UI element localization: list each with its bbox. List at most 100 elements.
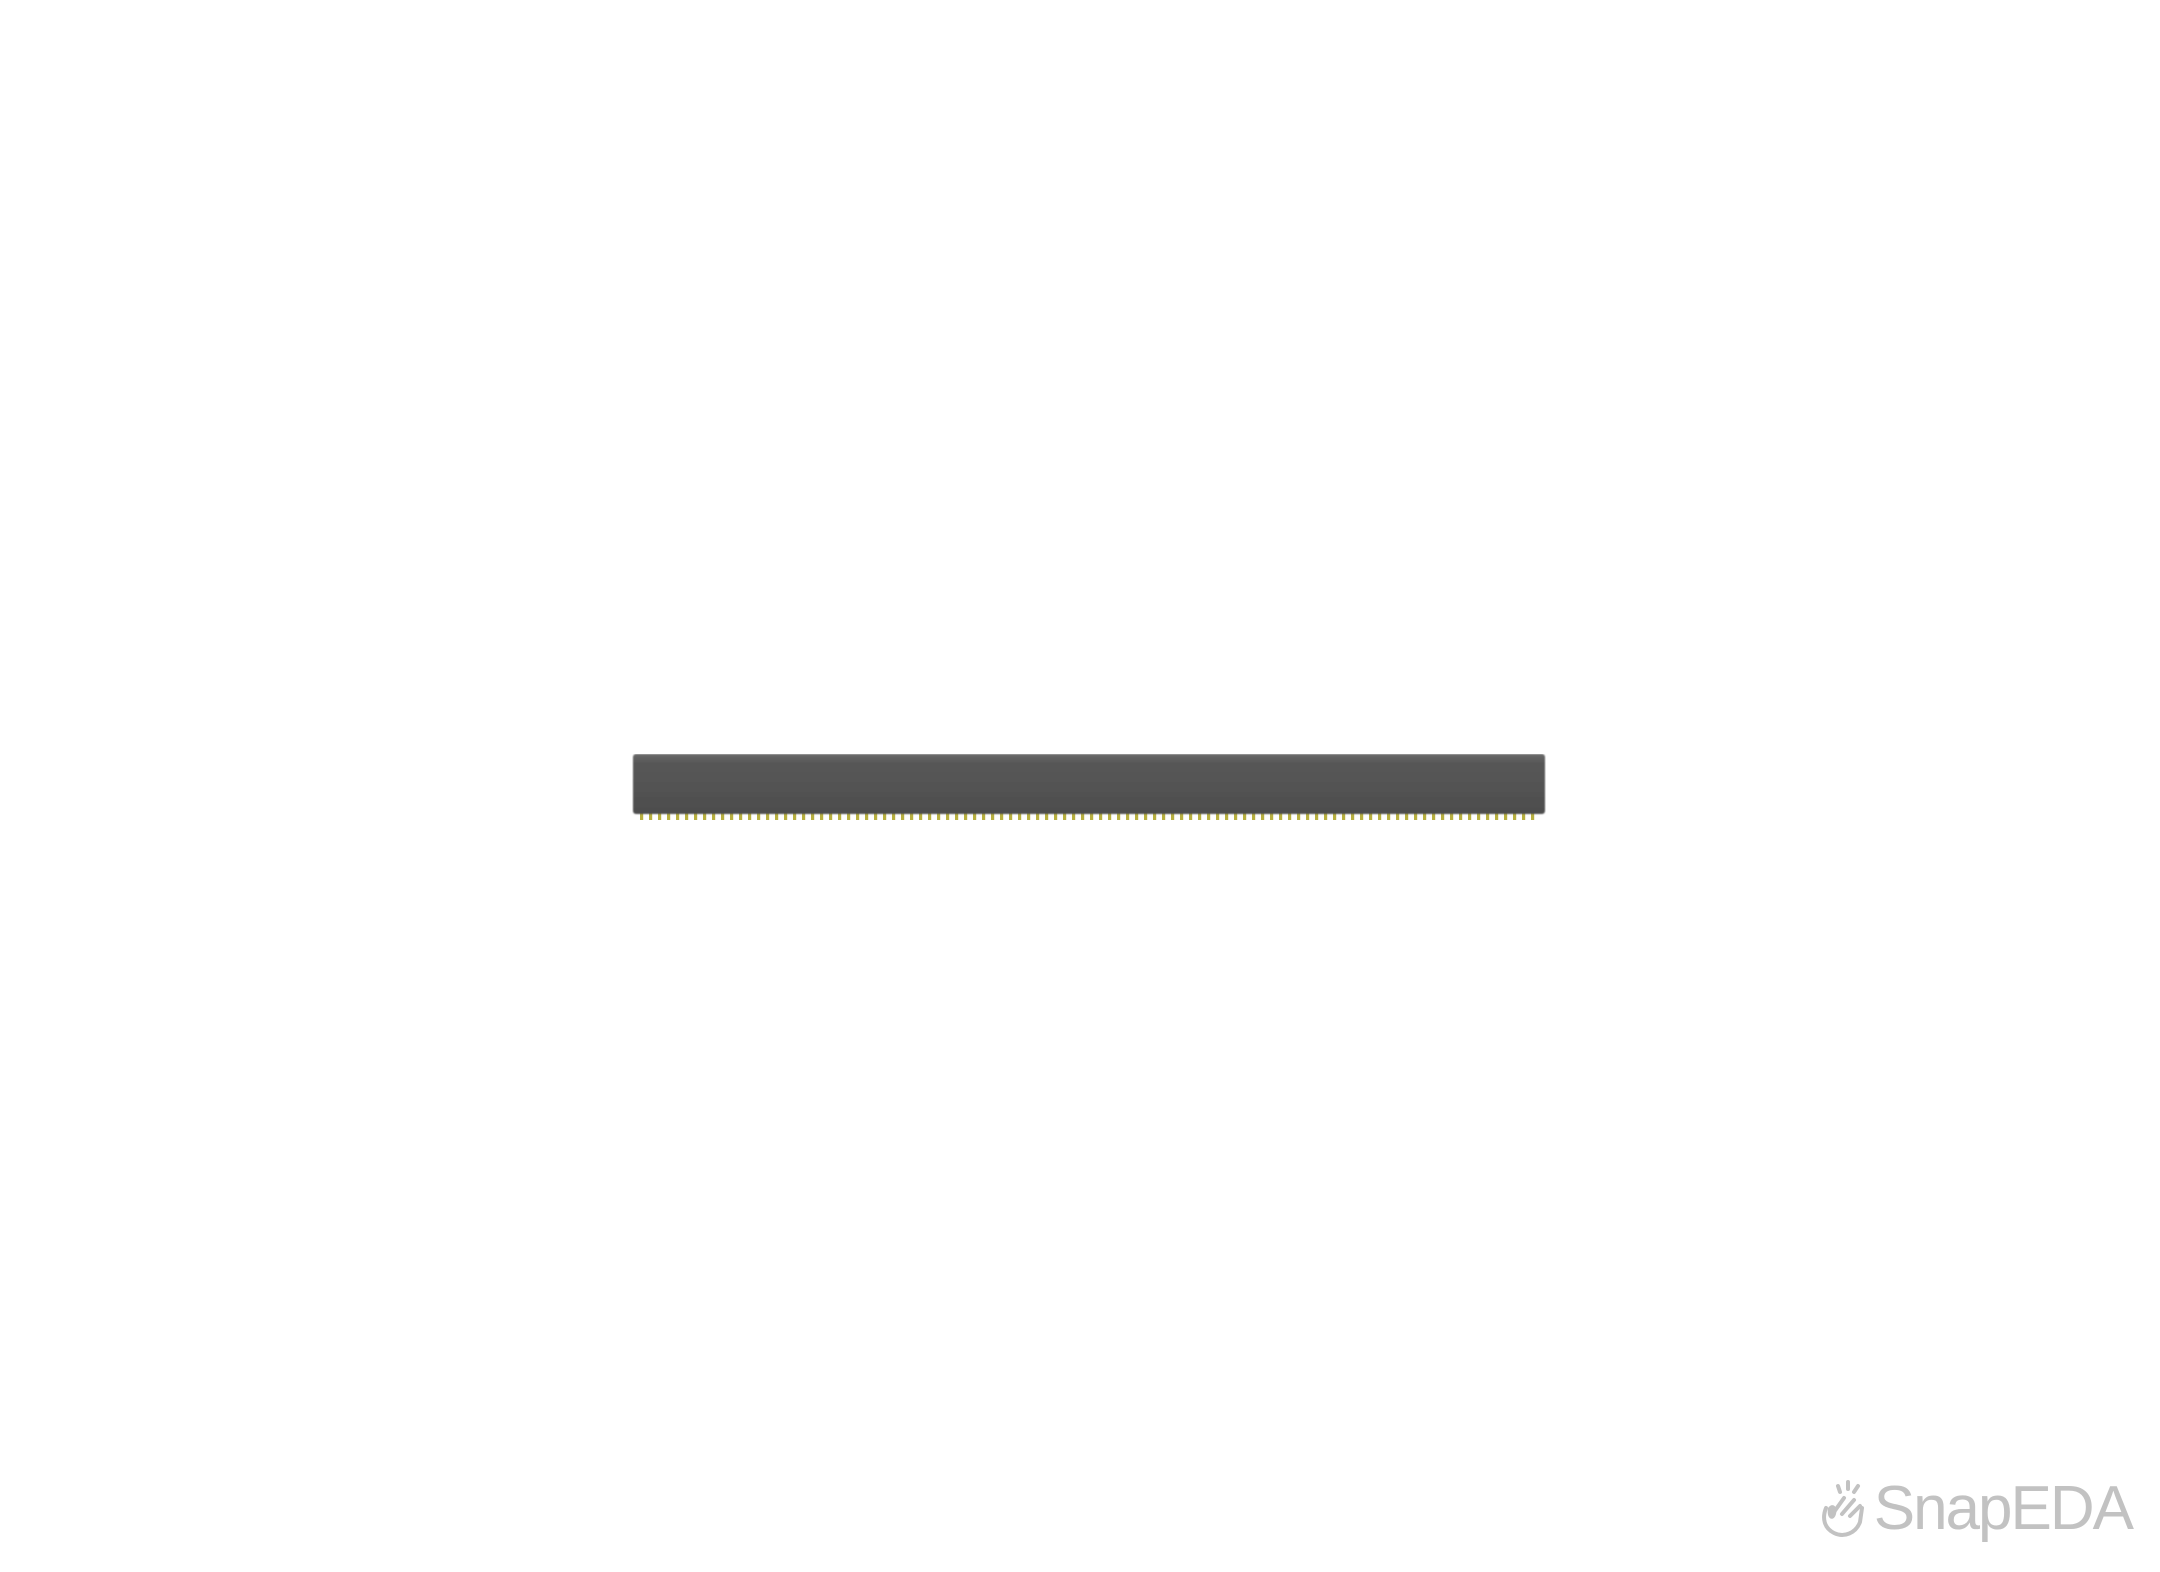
pin bbox=[883, 810, 887, 820]
pin bbox=[1432, 810, 1436, 820]
pin bbox=[892, 810, 896, 820]
pin bbox=[829, 810, 833, 820]
pin bbox=[1009, 810, 1013, 820]
pin bbox=[1387, 810, 1391, 820]
pin bbox=[820, 810, 824, 820]
pin bbox=[712, 810, 716, 820]
pin bbox=[1135, 810, 1139, 820]
pin bbox=[1414, 810, 1418, 820]
pin bbox=[793, 810, 797, 820]
pin bbox=[1252, 810, 1256, 820]
pin bbox=[1099, 810, 1103, 820]
pin bbox=[1153, 810, 1157, 820]
pin-header-render bbox=[633, 754, 1545, 820]
pin bbox=[991, 810, 995, 820]
pin bbox=[1081, 810, 1085, 820]
pin bbox=[1036, 810, 1040, 820]
pin bbox=[685, 810, 689, 820]
pin bbox=[1306, 810, 1310, 820]
pin bbox=[901, 810, 905, 820]
pin bbox=[1189, 810, 1193, 820]
pin bbox=[1468, 810, 1472, 820]
pin bbox=[1243, 810, 1247, 820]
pin bbox=[1504, 810, 1508, 820]
pin bbox=[1054, 810, 1058, 820]
pin bbox=[1045, 810, 1049, 820]
pin bbox=[1270, 810, 1274, 820]
pin bbox=[1396, 810, 1400, 820]
pin bbox=[847, 810, 851, 820]
pin bbox=[658, 810, 662, 820]
pin bbox=[1423, 810, 1427, 820]
pin bbox=[1000, 810, 1004, 820]
pin bbox=[928, 810, 932, 820]
pin bbox=[694, 810, 698, 820]
pin bbox=[1027, 810, 1031, 820]
pin bbox=[838, 810, 842, 820]
connector-housing bbox=[633, 754, 1545, 814]
pin bbox=[982, 810, 986, 820]
pin bbox=[1207, 810, 1211, 820]
snapeda-watermark: SnapEDA bbox=[1814, 1474, 2134, 1543]
pin bbox=[1333, 810, 1337, 820]
pin bbox=[1279, 810, 1283, 820]
pin bbox=[1369, 810, 1373, 820]
pin bbox=[1288, 810, 1292, 820]
pin bbox=[1162, 810, 1166, 820]
pin bbox=[667, 810, 671, 820]
pin bbox=[1441, 810, 1445, 820]
pin bbox=[1180, 810, 1184, 820]
pin bbox=[1063, 810, 1067, 820]
pin bbox=[766, 810, 770, 820]
pin bbox=[775, 810, 779, 820]
pin bbox=[748, 810, 752, 820]
pin bbox=[1198, 810, 1202, 820]
pin bbox=[1378, 810, 1382, 820]
pin bbox=[1216, 810, 1220, 820]
pin bbox=[1315, 810, 1319, 820]
pin bbox=[1117, 810, 1121, 820]
pin bbox=[973, 810, 977, 820]
pin bbox=[649, 810, 653, 820]
snap-fingers-icon bbox=[1821, 1480, 1864, 1537]
pin bbox=[802, 810, 806, 820]
watermark-text: SnapEDA bbox=[1873, 1474, 2134, 1543]
pin bbox=[955, 810, 959, 820]
pin bbox=[784, 810, 788, 820]
pin bbox=[1360, 810, 1364, 820]
pin bbox=[1126, 810, 1130, 820]
pin bbox=[1450, 810, 1454, 820]
pin bbox=[937, 810, 941, 820]
pin bbox=[1108, 810, 1112, 820]
pin bbox=[1225, 810, 1229, 820]
pin bbox=[640, 810, 644, 820]
pin bbox=[721, 810, 725, 820]
pin bbox=[757, 810, 761, 820]
pin bbox=[1405, 810, 1409, 820]
pin bbox=[1090, 810, 1094, 820]
pin bbox=[1495, 810, 1499, 820]
pin bbox=[919, 810, 923, 820]
pin bbox=[1513, 810, 1517, 820]
pin bbox=[865, 810, 869, 820]
pin bbox=[946, 810, 950, 820]
pin bbox=[811, 810, 815, 820]
pin-row bbox=[640, 810, 1535, 820]
pin bbox=[1477, 810, 1481, 820]
pin bbox=[856, 810, 860, 820]
pin bbox=[1459, 810, 1463, 820]
pin bbox=[964, 810, 968, 820]
pin bbox=[1234, 810, 1238, 820]
pin bbox=[1531, 810, 1535, 820]
pin bbox=[1144, 810, 1148, 820]
pin bbox=[874, 810, 878, 820]
pin bbox=[1072, 810, 1076, 820]
pin bbox=[1522, 810, 1526, 820]
pin bbox=[1171, 810, 1175, 820]
pin bbox=[739, 810, 743, 820]
pin bbox=[703, 810, 707, 820]
pin bbox=[1324, 810, 1328, 820]
pin bbox=[1261, 810, 1265, 820]
pin bbox=[1351, 810, 1355, 820]
